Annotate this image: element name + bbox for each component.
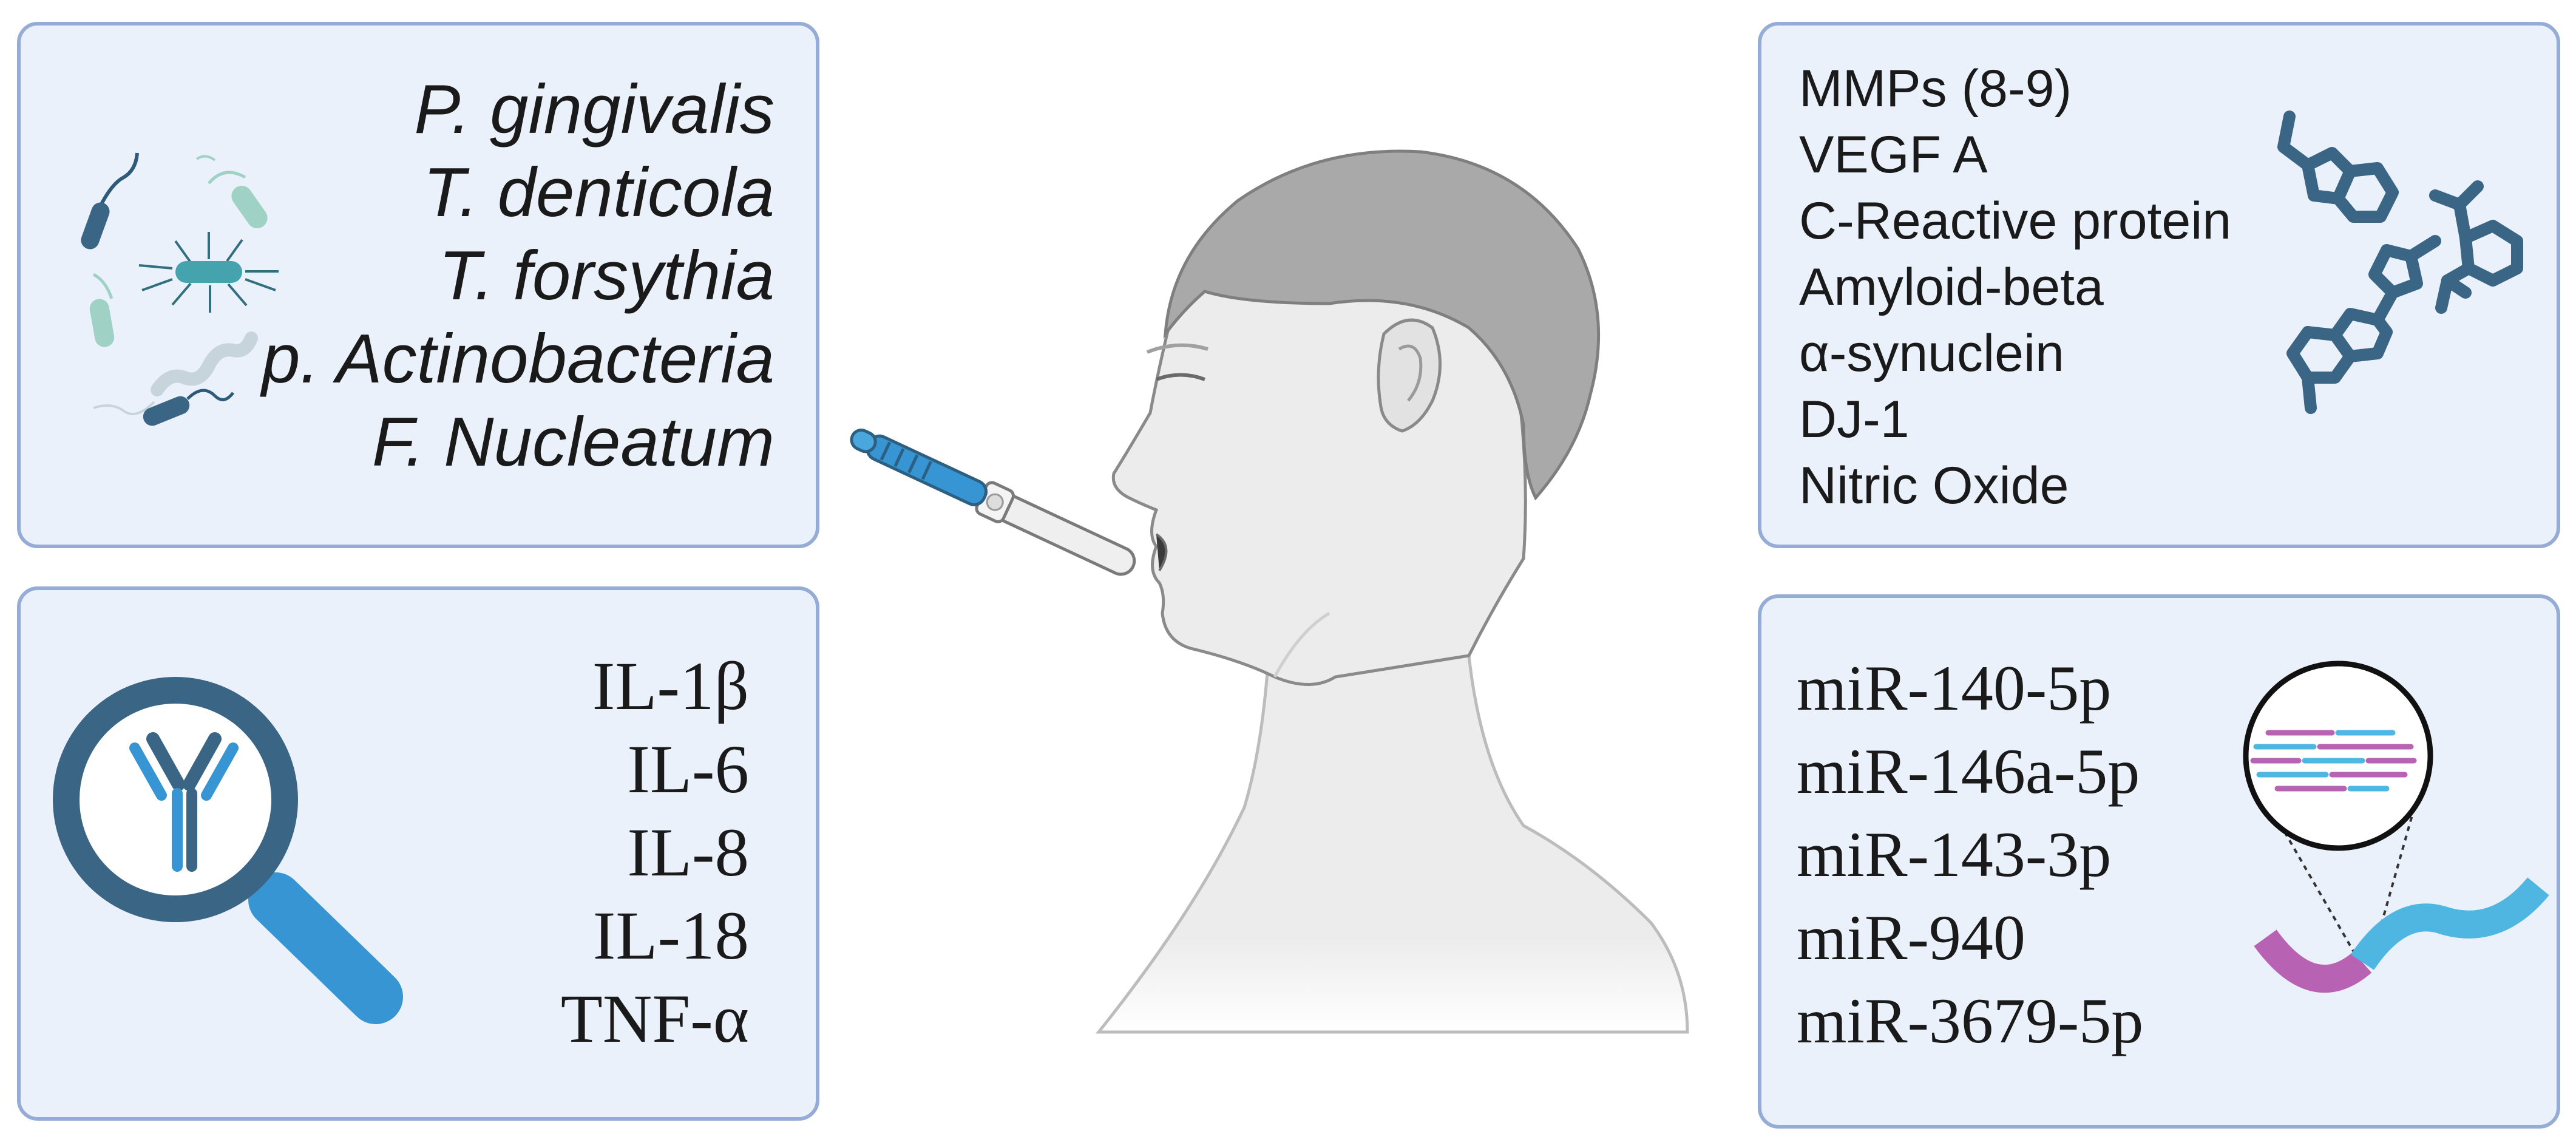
mirna-item: miR-146a-5p (1797, 736, 2140, 807)
cytokine-item: IL-6 (627, 732, 749, 807)
cytokines-panel: IL-1β IL-6 IL-8 IL-18 TNF-α (17, 586, 819, 1121)
bacteria-panel: P. gingivalis T. denticola T. forsythia … (17, 22, 819, 548)
bacteria-item: p. Actinobacteria (262, 321, 774, 398)
bacteria-item: F. Nucleatum (371, 404, 774, 481)
protein-item: C-Reactive protein (1799, 192, 2232, 250)
mirna-list: miR-140-5p miR-146a-5p miR-143-3p miR-94… (1797, 647, 2143, 1062)
cytokine-item: IL-8 (627, 815, 749, 891)
cytokine-item: IL-18 (592, 898, 749, 974)
bacteria-icon (81, 152, 279, 426)
proteins-panel: MMPs (8-9) VEGF A C-Reactive protein Amy… (1758, 22, 2560, 548)
protein-item: VEGF A (1799, 126, 1988, 184)
head-profile-icon (1095, 149, 1689, 1034)
cytokine-item: TNF-α (560, 981, 749, 1057)
protein-item: DJ-1 (1799, 390, 1910, 449)
bacteria-item: T. denticola (423, 154, 774, 231)
mirna-panel: miR-140-5p miR-146a-5p miR-143-3p miR-94… (1758, 594, 2560, 1129)
antibody-magnifier-icon (53, 677, 403, 1024)
saliva-swab-icon[interactable] (832, 425, 1171, 583)
cytokine-item: IL-1β (592, 648, 749, 724)
bacteria-item: T. forsythia (438, 237, 774, 314)
cytokine-list: IL-1β IL-6 IL-8 IL-18 TNF-α (561, 645, 749, 1061)
protein-item: MMPs (8-9) (1799, 59, 2072, 118)
mirna-item: miR-140-5p (1797, 653, 2112, 724)
protein-item: Amyloid-beta (1799, 258, 2104, 316)
bacteria-list: P. gingivalis T. denticola T. forsythia … (262, 68, 774, 484)
rna-strand-icon (2243, 661, 2549, 993)
mirna-item: miR-940 (1797, 902, 2025, 973)
bacteria-item: P. gingivalis (414, 71, 774, 148)
protein-list: MMPs (8-9) VEGF A C-Reactive protein Amy… (1799, 56, 2231, 519)
mirna-item: miR-143-3p (1797, 819, 2112, 890)
mirna-item: miR-3679-5p (1797, 985, 2144, 1056)
molecule-icon (2277, 110, 2523, 414)
protein-item: α-synuclein (1799, 324, 2064, 382)
protein-item: Nitric Oxide (1799, 457, 2069, 515)
